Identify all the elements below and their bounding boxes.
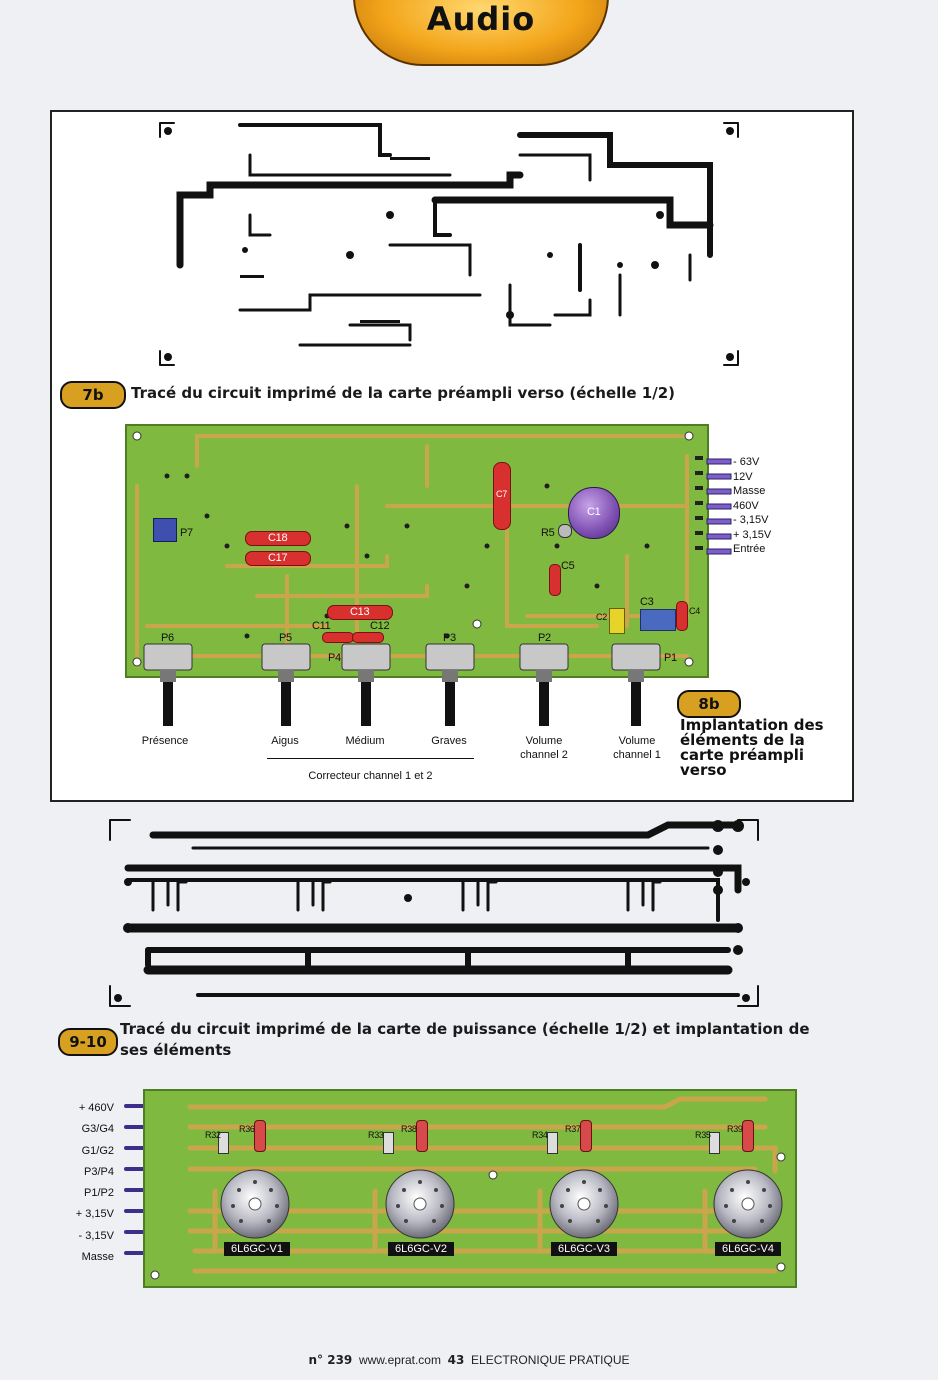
resistor-r38-label: R38 [401,1124,417,1134]
power-connector-label-minus-3-15v: - 3,15V [78,1229,114,1242]
section-tab-label: Audio [426,0,536,38]
capacitor-c5-label: C5 [561,560,575,572]
tube-sockets [220,1169,783,1239]
capacitor-c17: C17 [245,551,311,566]
resistor-r38 [416,1120,428,1152]
resistor-r33-label: R33 [368,1130,384,1140]
pot-p5-label: P5 [279,632,292,644]
capacitor-c12-label: C12 [370,620,390,632]
pot-p3-label: P3 [443,632,456,644]
capacitor-c12 [352,632,384,643]
resistor-r36-label: R36 [239,1124,255,1134]
capacitor-c7-label: C7 [496,489,507,499]
figure-9-10-badge: 9-10 [58,1028,118,1056]
knob-label-volume-channel-1: Volume channel 1 [613,735,661,761]
figure-8b-badge: 8b [677,690,741,718]
knob-label-aigus: Aigus [271,735,299,747]
footer-magazine: ELECTRONIQUE PRATIQUE [471,1353,630,1367]
footer-page-number: 43 [447,1353,465,1367]
power-connector-label-g3g4: G3/G4 [81,1123,114,1136]
pcb-trace-preamp [159,122,739,366]
connector-label-12v: 12V [733,470,753,483]
capacitor-c4 [676,601,688,631]
trimmer-r5 [558,524,572,538]
capacitor-c18-label: C18 [268,532,288,544]
pot-p2-label: P2 [538,632,551,644]
section-tab: Audio [353,0,609,66]
resistor-r35-label: R35 [695,1130,711,1140]
capacitor-c11-label: C11 [312,620,331,632]
connector-label-entree: Entrée [733,543,766,555]
connector-label-minus-3-15v: - 3,15V [733,514,769,526]
resistor-r36 [254,1120,266,1152]
connector-label-plus-3-15v: + 3,15V [733,528,772,541]
resistor-r33 [383,1132,394,1154]
capacitor-c13-label: C13 [350,606,370,618]
tube-label-v2: 6L6GC-V2 [388,1242,454,1256]
tube-label-v3: 6L6GC-V3 [551,1242,617,1256]
capacitor-c1: C1 [568,487,620,539]
correcteur-group-label: Correcteur channel 1 et 2 [308,770,433,782]
resistor-r39-label: R39 [727,1124,743,1134]
knob-label-graves: Graves [431,735,467,747]
preamp-connector-pins [706,458,732,555]
figure-9-10-caption: Tracé du circuit imprimé de la carte de … [120,1020,810,1059]
capacitor-c3-label: C3 [640,596,654,608]
pot-p4-label: P4 [328,652,341,664]
footer-issue: n° 239 [308,1353,353,1367]
tube-label-v1: 6L6GC-V1 [224,1242,290,1256]
capacitor-c3 [640,609,676,631]
power-connector-label-p3p4: P3/P4 [84,1165,114,1178]
capacitor-c18: C18 [245,531,311,546]
resistor-r39 [742,1120,754,1152]
resistor-r32 [218,1132,229,1154]
knob-label-volume-channel-2: Volume channel 2 [520,735,568,761]
resistor-r37-label: R37 [565,1124,581,1134]
power-connector-label-plus-3-15v: + 3,15V [75,1208,114,1221]
power-connector-label-masse: Masse [81,1251,114,1264]
capacitor-c5 [549,564,561,596]
potentiometers [143,643,661,726]
trimmer-p7-label: P7 [180,527,193,539]
footer-website[interactable]: www.eprat.com [358,1353,441,1367]
pot-p6-label: P6 [161,632,174,644]
figure-7b-caption: Tracé du circuit imprimé de la carte pré… [131,384,675,402]
figure-7b-badge: 7b [60,381,126,409]
tube-label-v4: 6L6GC-V4 [715,1242,781,1256]
knob-label-presence: Présence [141,735,189,747]
capacitor-c2-label: C2 [596,612,607,622]
capacitor-c2 [609,608,625,634]
figure-8b-caption: Implantation des éléments de la carte pr… [680,716,824,779]
preamp-board [125,424,709,678]
power-connector-label-460v: + 460V [78,1102,114,1114]
resistor-r34 [547,1132,558,1154]
resistor-r37 [580,1120,592,1152]
knob-label-medium: Médium [345,735,385,747]
resistor-r5-label: R5 [541,527,555,539]
capacitor-c4-label: C4 [689,606,700,616]
capacitor-c13: C13 [327,605,393,620]
connector-label-460v: 460V [733,499,759,512]
pcb-trace-power [109,819,759,1007]
trimmer-p7 [153,518,177,542]
capacitor-c17-label: C17 [268,552,288,564]
resistor-r34-label: R34 [532,1130,548,1140]
capacitor-c1-label: C1 [587,506,601,518]
page-footer: n° 239 www.eprat.com 43 ELECTRONIQUE PRA… [0,1353,938,1367]
pot-p1-label: P1 [664,652,677,664]
resistor-r32-label: R32 [205,1130,221,1140]
preamp-board-traces [132,431,703,668]
resistor-r35 [709,1132,720,1154]
power-connector-label-p1p2: P1/P2 [84,1187,114,1200]
connector-label-masse: Masse [733,485,766,497]
capacitor-c7: C7 [493,462,511,530]
connector-label-minus-63v: - 63V [733,456,760,468]
group-underline [267,758,474,759]
power-connector-label-g1g2: G1/G2 [81,1144,114,1157]
